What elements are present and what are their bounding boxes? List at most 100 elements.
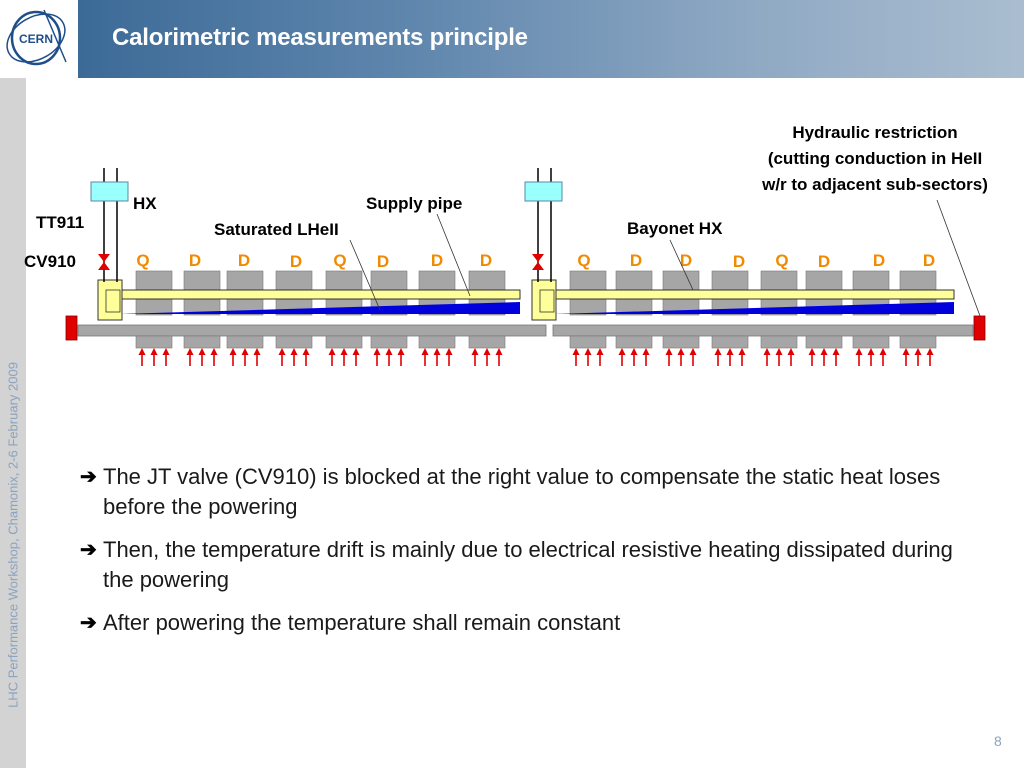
magnet-label-q: Q xyxy=(577,251,590,270)
magnet-label-d: D xyxy=(189,251,201,270)
lhe-level-left xyxy=(120,302,520,314)
heat-arrow-icon xyxy=(689,348,697,366)
label-hydraulic-2: (cutting conduction in HeII xyxy=(768,149,982,168)
heat-arrow-icon xyxy=(198,348,206,366)
pointer-supply xyxy=(436,213,471,297)
label-hx: HX xyxy=(133,194,157,213)
magnet-lower xyxy=(711,335,749,349)
magnet-label-d: D xyxy=(680,251,692,270)
magnet-lower xyxy=(615,335,653,349)
end-cap-left xyxy=(65,315,78,341)
title-bar: Calorimetric measurements principle xyxy=(78,0,1024,78)
heat-arrow-icon xyxy=(421,348,429,366)
magnet-lower xyxy=(370,335,408,349)
heat-arrow-icon xyxy=(445,348,453,366)
label-saturated-lheii: Saturated LHeII xyxy=(214,220,339,239)
magnet-label-d: D xyxy=(290,252,302,271)
heat-arrow-icon xyxy=(642,348,650,366)
inlet-inner-right xyxy=(539,289,555,313)
inlet-inner-left xyxy=(105,289,121,313)
label-cv910: CV910 xyxy=(24,252,76,271)
bullet-list: ➔ The JT valve (CV910) is blocked at the… xyxy=(80,462,960,651)
heat-arrow-icon xyxy=(775,348,783,366)
logo-text: CERN xyxy=(19,32,53,46)
magnet-label-d: D xyxy=(630,251,642,270)
magnet-lower xyxy=(760,335,798,349)
hx-box-right xyxy=(524,181,563,202)
magnet-lower xyxy=(135,335,173,349)
heat-arrow-icon xyxy=(290,348,298,366)
pointer-bayonet xyxy=(669,239,694,291)
bullet-text: After powering the temperature shall rem… xyxy=(103,610,621,635)
heat-arrow-icon xyxy=(433,348,441,366)
magnet-lower xyxy=(468,335,506,349)
heat-arrow-icon xyxy=(914,348,922,366)
magnet-label-d: D xyxy=(873,251,885,270)
heat-arrow-icon xyxy=(618,348,626,366)
heat-arrow-icon xyxy=(210,348,218,366)
label-hydraulic-1: Hydraulic restriction xyxy=(792,123,957,142)
cern-logo: CERN xyxy=(0,0,79,78)
main-pipe-left xyxy=(77,324,547,337)
cern-logo-icon: CERN xyxy=(6,9,67,66)
heat-arrow-icon xyxy=(677,348,685,366)
valve-cv910-left-icon xyxy=(98,254,110,270)
magnet-label-d: D xyxy=(377,252,389,271)
magnet-label-q: Q xyxy=(775,251,788,270)
heat-arrow-icon xyxy=(902,348,910,366)
label-tt911: TT911 xyxy=(36,213,84,232)
heat-arrow-icon xyxy=(229,348,237,366)
magnet-lower xyxy=(569,335,607,349)
bullet-text: Then, the temperature drift is mainly du… xyxy=(103,537,953,592)
heat-arrow-icon xyxy=(630,348,638,366)
page-number: 8 xyxy=(994,733,1002,749)
heat-arrow-icon xyxy=(867,348,875,366)
heat-arrow-icon xyxy=(495,348,503,366)
magnet-label-d: D xyxy=(923,251,935,270)
label-hydraulic-3: w/r to adjacent sub-sectors) xyxy=(761,175,988,194)
heat-arrow-icon xyxy=(714,348,722,366)
magnet-lower xyxy=(662,335,700,349)
slide-title: Calorimetric measurements principle xyxy=(112,24,528,51)
bullet-item: ➔ Then, the temperature drift is mainly … xyxy=(80,535,960,595)
magnet-label-d: D xyxy=(238,251,250,270)
heat-arrow-icon xyxy=(138,348,146,366)
magnet-lower xyxy=(183,335,221,349)
hx-box-left xyxy=(90,181,129,202)
heat-arrow-icon xyxy=(726,348,734,366)
heat-arrow-icon xyxy=(738,348,746,366)
heat-arrow-icon xyxy=(855,348,863,366)
heat-arrow-icon xyxy=(352,348,360,366)
heat-arrow-icon xyxy=(241,348,249,366)
pointer-hydraulic xyxy=(936,199,981,317)
magnet-lower xyxy=(805,335,843,349)
heat-arrow-icon xyxy=(832,348,840,366)
main-pipe-right xyxy=(552,324,974,337)
arrow-right-icon: ➔ xyxy=(80,466,97,488)
label-supply-pipe: Supply pipe xyxy=(366,194,462,213)
heat-arrow-icon xyxy=(596,348,604,366)
magnet-lower xyxy=(325,335,363,349)
lhe-level-right xyxy=(554,302,954,314)
heat-arrow-icon xyxy=(808,348,816,366)
magnet-lower xyxy=(226,335,264,349)
valve-cv910-right-icon xyxy=(532,254,544,270)
magnet-label-d: D xyxy=(480,251,492,270)
side-caption: LHC Performance Workshop, Chamonix, 2-6 … xyxy=(5,362,21,708)
heat-arrow-icon xyxy=(278,348,286,366)
bullet-item: ➔ After powering the temperature shall r… xyxy=(80,608,960,638)
label-bayonet-hx: Bayonet HX xyxy=(627,219,723,238)
heat-arrow-icon xyxy=(186,348,194,366)
magnet-lower xyxy=(852,335,890,349)
supply-tube-left xyxy=(119,289,521,300)
bullet-item: ➔ The JT valve (CV910) is blocked at the… xyxy=(80,462,960,522)
header: CERN Calorimetric measurements principle xyxy=(0,0,1024,78)
magnet-label-d: D xyxy=(818,252,830,271)
heat-arrow-icon xyxy=(150,348,158,366)
supply-tube-right xyxy=(553,289,955,300)
magnet-lower xyxy=(275,335,313,349)
arrow-right-icon: ➔ xyxy=(80,539,97,561)
heat-arrow-icon xyxy=(787,348,795,366)
heat-arrow-icon xyxy=(763,348,771,366)
heat-arrow-icon xyxy=(584,348,592,366)
